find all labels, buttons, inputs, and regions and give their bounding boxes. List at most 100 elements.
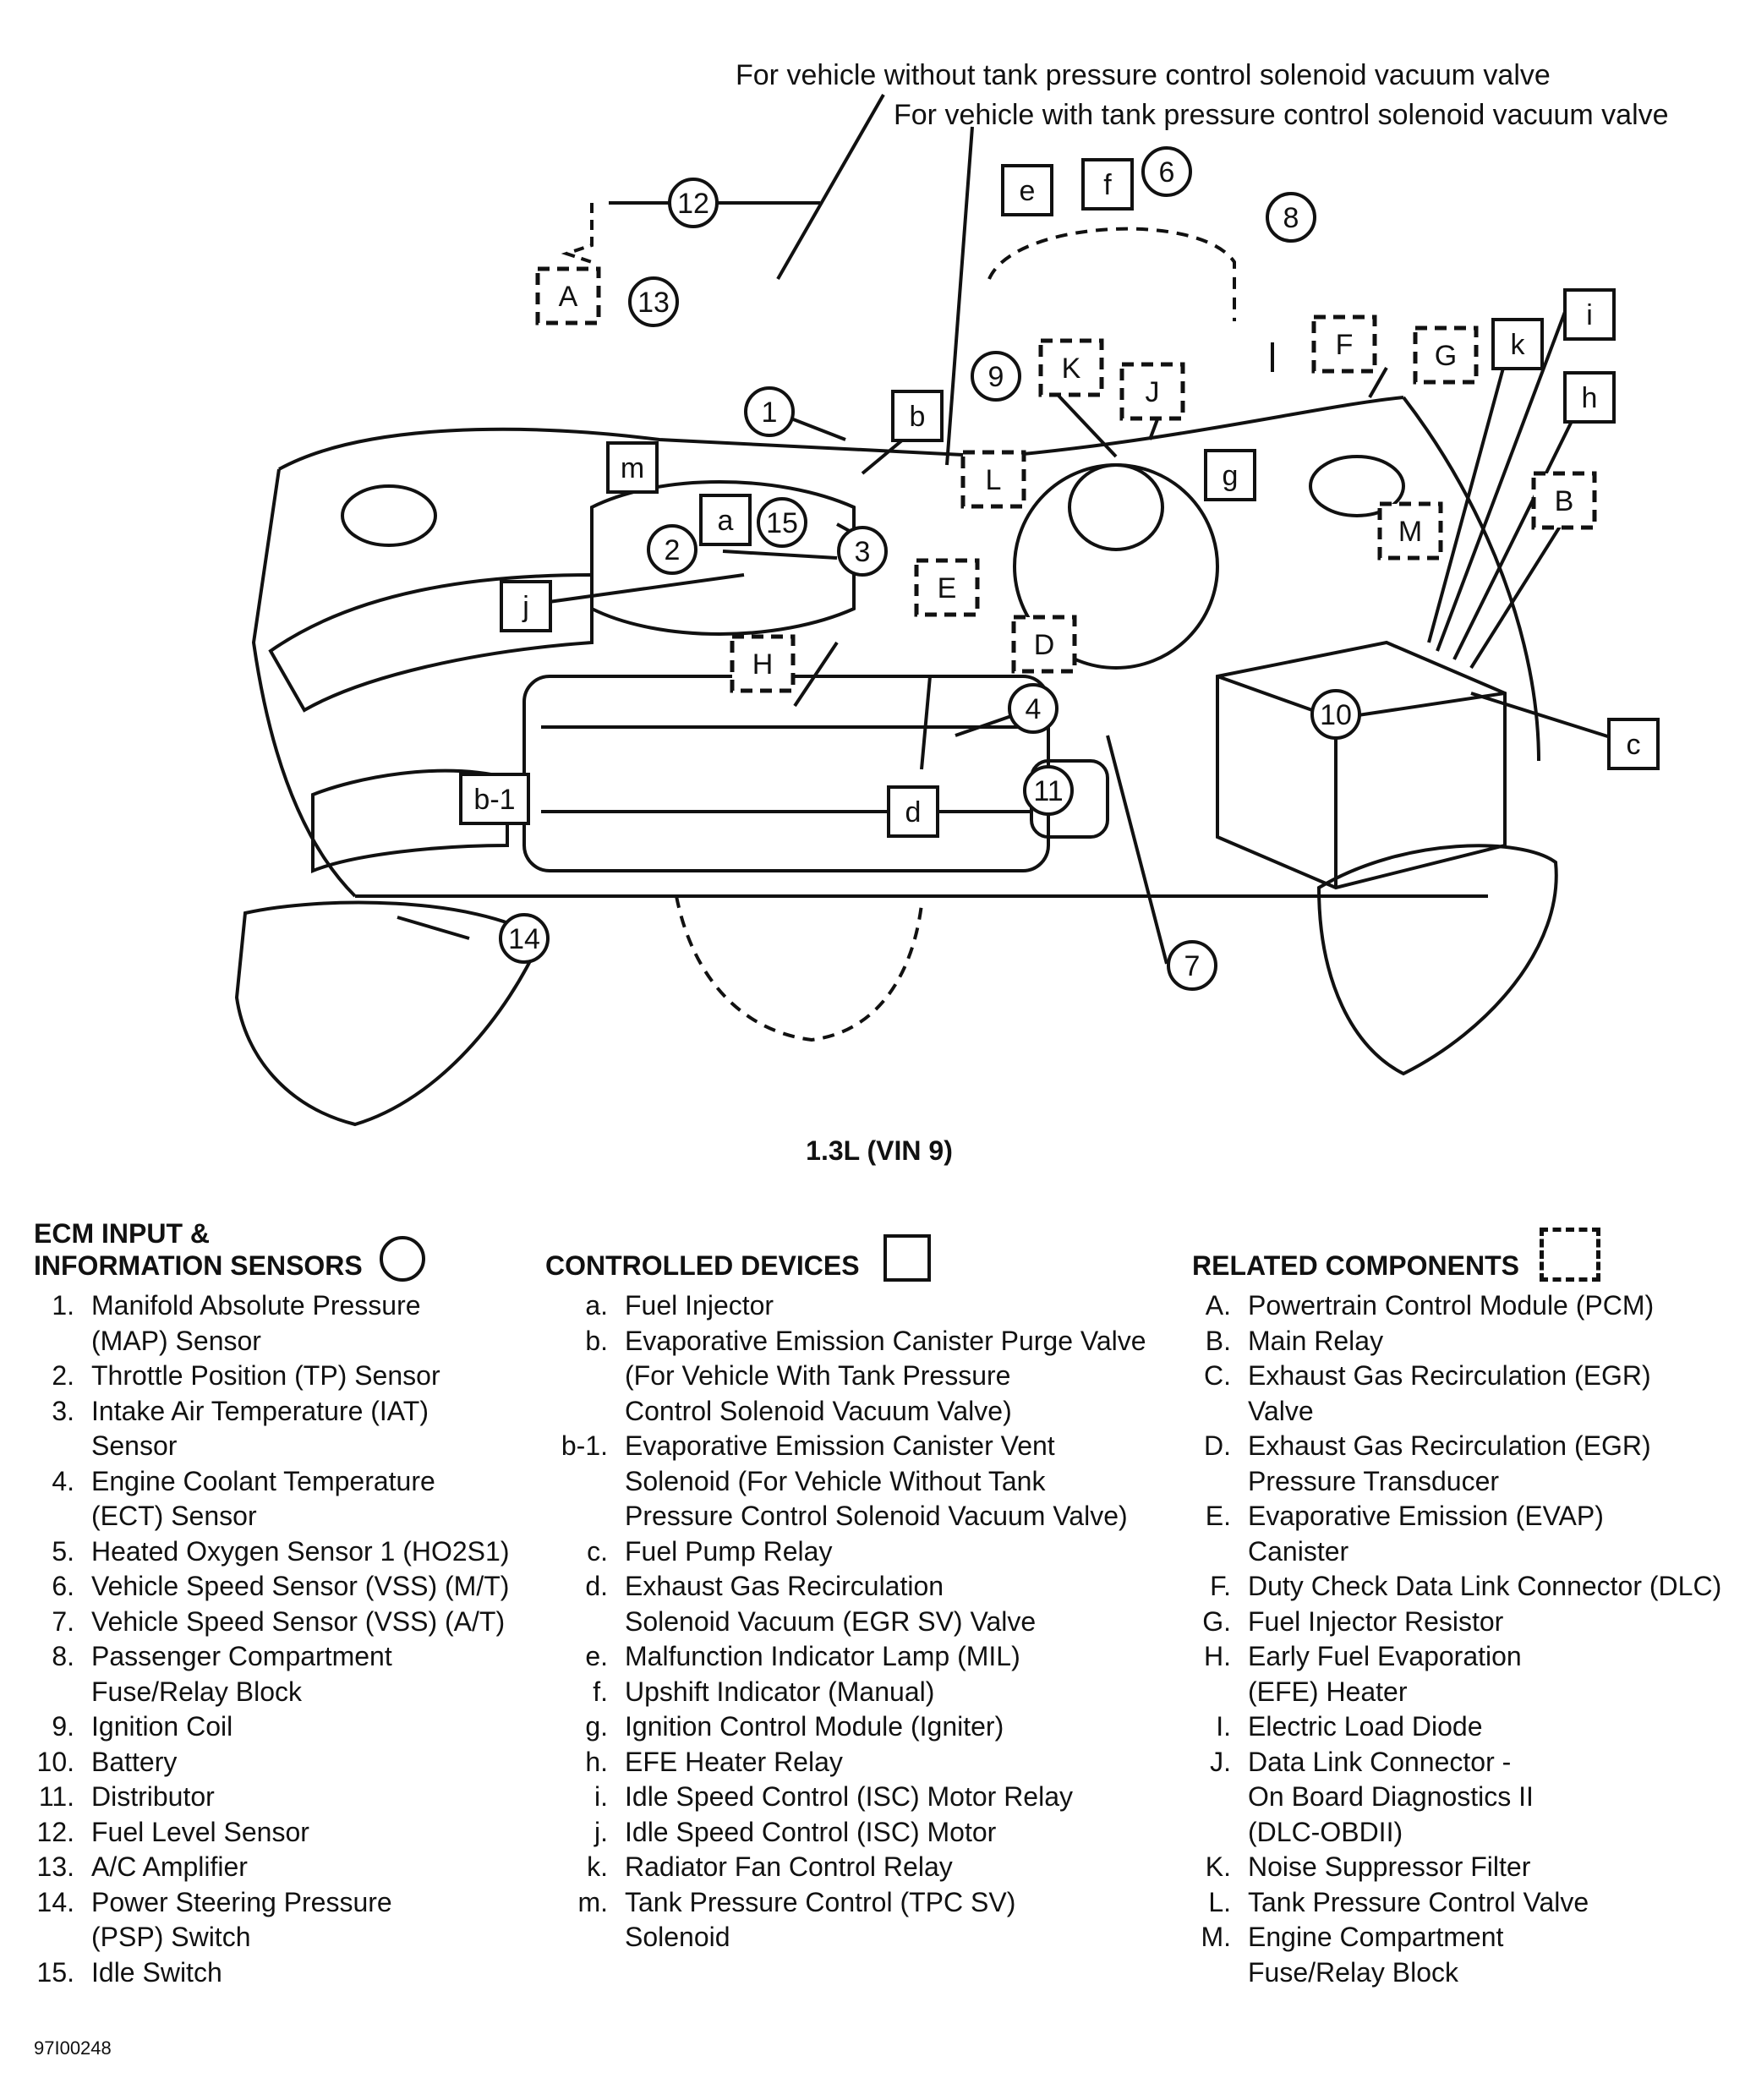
sensor-marker bbox=[1023, 765, 1074, 816]
legend-item: 2.Throttle Position (TP) Sensor bbox=[34, 1359, 541, 1394]
device-marker-label: c bbox=[1627, 729, 1641, 761]
sensor-marker-label: 3 bbox=[855, 536, 871, 568]
device-marker bbox=[606, 441, 659, 494]
legend-item: M.Engine Compartment Fuse/Relay Block bbox=[1192, 1920, 1750, 1990]
legend-item-key: 9. bbox=[52, 1711, 74, 1742]
legend-item-text: Power Steering Pressure (PSP) Switch bbox=[91, 1886, 392, 1953]
legend-item-key: A. bbox=[1205, 1290, 1231, 1321]
legend-item-key: 14. bbox=[36, 1886, 74, 1917]
device-marker bbox=[887, 785, 939, 838]
callout-with-valve: For vehicle with tank pressure control s… bbox=[894, 99, 1669, 131]
component-marker bbox=[914, 558, 980, 617]
legend-item-key: 13. bbox=[36, 1851, 74, 1882]
legend-item-text: Exhaust Gas Recirculation Solenoid Vacuu… bbox=[625, 1571, 1037, 1637]
sensor-marker bbox=[499, 913, 550, 964]
sensor-marker bbox=[757, 497, 807, 548]
legend-item: K. Noise Suppressor Filter bbox=[1192, 1850, 1750, 1885]
legend-item: i.Idle Speed Control (ISC) Motor Relay bbox=[545, 1780, 1179, 1815]
legend-item-key: L. bbox=[1208, 1886, 1231, 1917]
engine-illustration bbox=[234, 94, 1633, 1127]
engine-compartment-diagram: For vehicle without tank pressure contro… bbox=[234, 59, 1669, 1166]
device-marker-label: a bbox=[718, 505, 734, 537]
legend-item-key: E. bbox=[1205, 1501, 1231, 1531]
legend-item-text: Duty Check Data Link Connector (DLC) bbox=[1248, 1571, 1722, 1601]
legend-related-heading-text: RELATED COMPONENTS bbox=[1192, 1250, 1519, 1281]
legend-item: h.EFE Heater Relay bbox=[545, 1745, 1179, 1780]
device-marker-label: j bbox=[522, 591, 529, 623]
legend-item-key: 10. bbox=[36, 1746, 74, 1777]
right-headlight bbox=[1316, 844, 1558, 1076]
legend-item-text: Manifold Absolute Pressure (MAP) Sensor bbox=[91, 1290, 421, 1356]
legend-item: B.Main Relay bbox=[1192, 1324, 1750, 1359]
legend-item-text: Vehicle Speed Sensor (VSS) (A/T) bbox=[91, 1605, 506, 1637]
legend-item-key: b. bbox=[585, 1325, 608, 1356]
device-marker bbox=[1607, 718, 1660, 770]
legend-item-text: Tank Pressure Control (TPC SV) Solenoid bbox=[625, 1886, 1016, 1953]
sensor-marker bbox=[1310, 689, 1361, 740]
legend-item-text: Throttle Position (TP) Sensor bbox=[91, 1360, 440, 1391]
device-marker-label: h bbox=[1582, 382, 1598, 414]
circle-symbol-icon bbox=[379, 1236, 425, 1282]
sensor-marker-label: 2 bbox=[665, 534, 681, 566]
legend-item-key: F. bbox=[1210, 1571, 1231, 1601]
legend-item-key: 12. bbox=[36, 1816, 74, 1847]
legend-item-text: Malfunction Indicator Lamp (MIL) bbox=[625, 1641, 1020, 1671]
legend-related: RELATED COMPONENTS A.Powertrain Control … bbox=[1192, 1217, 1750, 1990]
figure-code: 97I00248 bbox=[34, 2037, 112, 2059]
legend-devices-heading: CONTROLLED DEVICES bbox=[545, 1217, 1179, 1282]
legend-item: I.Electric Load Diode bbox=[1192, 1709, 1750, 1745]
legend-item: 3.Intake Air Temperature (IAT) Sensor bbox=[34, 1394, 541, 1464]
legend-item: 1.Manifold Absolute Pressure (MAP) Senso… bbox=[34, 1288, 541, 1359]
legend-item-text: Noise Suppressor Filter bbox=[1248, 1851, 1531, 1882]
legend-item: c.Fuel Pump Relay bbox=[545, 1534, 1179, 1570]
legend-item-key: K. bbox=[1205, 1851, 1231, 1882]
device-marker bbox=[891, 390, 944, 442]
component-marker bbox=[730, 634, 796, 693]
legend-item-key: a. bbox=[585, 1290, 608, 1321]
device-marker-label: m bbox=[621, 452, 644, 484]
legend-item: 7. Vehicle Speed Sensor (VSS) (A/T) bbox=[34, 1605, 541, 1640]
sensor-marker bbox=[837, 526, 888, 577]
component-marker bbox=[1011, 615, 1077, 674]
component-marker-label: H bbox=[752, 648, 774, 681]
device-marker-label: b bbox=[910, 401, 926, 433]
component-marker-label: L bbox=[986, 464, 1002, 496]
legend-item-text: Exhaust Gas Recirculation (EGR) Valve bbox=[1248, 1360, 1651, 1426]
legend-item-text: Tank Pressure Control Valve bbox=[1248, 1886, 1589, 1917]
legend-item: 10.Battery bbox=[34, 1745, 541, 1780]
legend-item-key: G. bbox=[1202, 1605, 1231, 1637]
device-marker-label: i bbox=[1586, 299, 1593, 331]
legend-item: b.Evaporative Emission Canister Purge Va… bbox=[545, 1324, 1179, 1430]
legend-item-key: g. bbox=[585, 1711, 608, 1742]
device-marker bbox=[500, 580, 552, 632]
legend-item-key: c. bbox=[587, 1535, 608, 1567]
legend-item: b-1.Evaporative Emission Canister Vent S… bbox=[545, 1429, 1179, 1534]
legend-item: E.Evaporative Emission (EVAP) Canister bbox=[1192, 1499, 1750, 1569]
device-marker-label: g bbox=[1223, 460, 1239, 492]
device-marker bbox=[1081, 158, 1134, 211]
component-marker bbox=[1377, 501, 1443, 561]
sensor-marker-label: 12 bbox=[677, 188, 709, 220]
sensor-marker bbox=[1141, 146, 1192, 197]
legend-item-key: 3. bbox=[52, 1395, 74, 1426]
legend-item: 13.A/C Amplifier bbox=[34, 1850, 541, 1885]
legend-item: k.Radiator Fan Control Relay bbox=[545, 1850, 1179, 1885]
legend-item: H.Early Fuel Evaporation (EFE) Heater bbox=[1192, 1639, 1750, 1709]
device-marker-label: b-1 bbox=[473, 784, 515, 816]
legend-item-text: Engine Coolant Temperature (ECT) Sensor bbox=[91, 1465, 435, 1532]
component-marker bbox=[1038, 338, 1104, 397]
legend-sensors-list: 1.Manifold Absolute Pressure (MAP) Senso… bbox=[34, 1288, 541, 1990]
legend-item-text: Evaporative Emission Canister Vent Solen… bbox=[625, 1430, 1128, 1531]
sensor-marker bbox=[628, 276, 679, 327]
legend-related-list: A.Powertrain Control Module (PCM)B.Main … bbox=[1192, 1288, 1750, 1990]
legend-sensors: ECM INPUT & INFORMATION SENSORS 1.Manifo… bbox=[34, 1217, 541, 1990]
left-headlight bbox=[234, 900, 544, 1127]
legend-item-text: Fuel Level Sensor bbox=[91, 1816, 309, 1847]
sensor-marker-label: 14 bbox=[508, 923, 540, 955]
legend-item-key: 7. bbox=[52, 1605, 74, 1637]
sensor-marker bbox=[1008, 683, 1059, 734]
sensor-marker-label: 11 bbox=[1033, 775, 1063, 807]
sensor-marker bbox=[1266, 192, 1316, 243]
legend-item-key: h. bbox=[585, 1746, 608, 1777]
